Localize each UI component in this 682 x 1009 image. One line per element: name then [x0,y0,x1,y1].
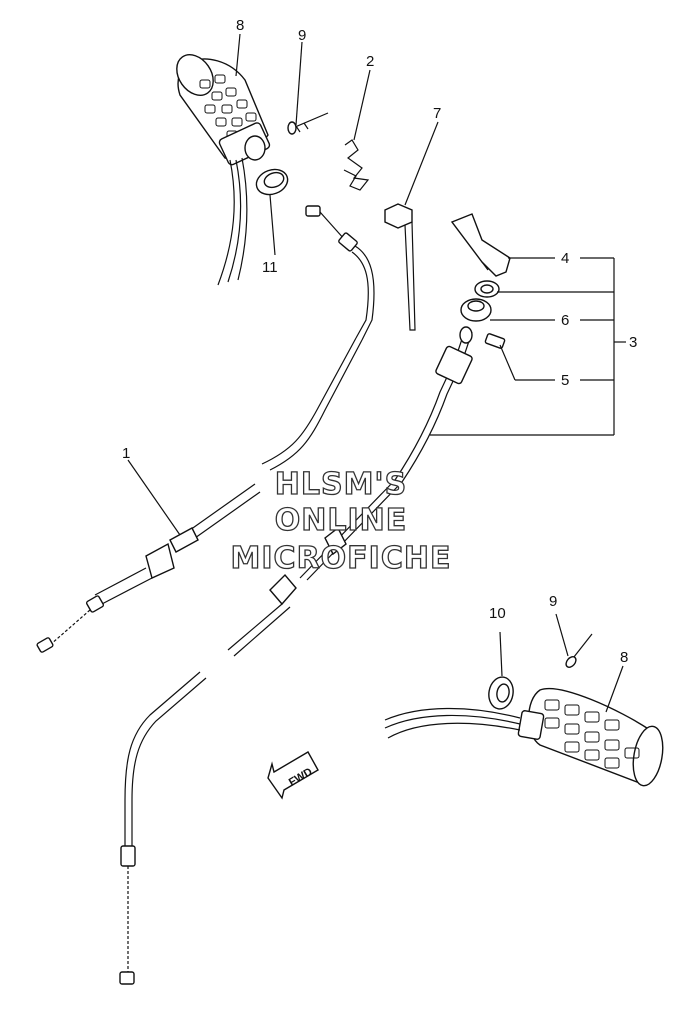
watermark-line-2: ONLINE [275,503,408,538]
callout-9-right: 9 [549,593,557,610]
callout-8-right: 8 [620,649,628,666]
screw-9-left [287,112,329,135]
callout-7: 7 [433,105,441,122]
callout-11: 11 [262,259,278,276]
watermark-line-1: HLSM'S [275,467,407,502]
clip-2 [343,139,370,191]
leader-lines [127,33,626,713]
cable-1 [36,205,375,653]
nut-6 [460,298,492,322]
callout-3: 3 [629,334,637,351]
callout-8-left: 8 [236,17,244,34]
collar-10 [488,676,514,710]
watermark-line-3: MICROFICHE [231,541,452,576]
callout-2: 2 [366,53,374,70]
callout-6: 6 [561,312,569,329]
right-switch-wires [384,707,521,739]
bracket-4 [450,213,511,277]
nut-small [474,280,500,298]
callout-numbers: 8 9 2 7 11 4 6 3 5 1 10 9 8 [122,17,637,666]
watermark: HLSM'S ONLINE MICROFICHE [230,466,452,576]
screw-9-right [565,633,593,668]
left-grip [176,54,271,166]
cable-tie-7 [384,203,416,331]
callout-10: 10 [489,605,506,622]
cable-3 [119,326,473,985]
callout-1: 1 [122,445,130,462]
callout-5: 5 [561,372,569,389]
pin-5 [484,333,506,349]
callout-4: 4 [561,250,569,267]
left-switch-wires [217,157,248,286]
right-grip [517,688,664,787]
collar-11 [255,168,289,196]
fwd-arrow: FWD [267,751,319,800]
callout-9-left: 9 [298,27,306,44]
